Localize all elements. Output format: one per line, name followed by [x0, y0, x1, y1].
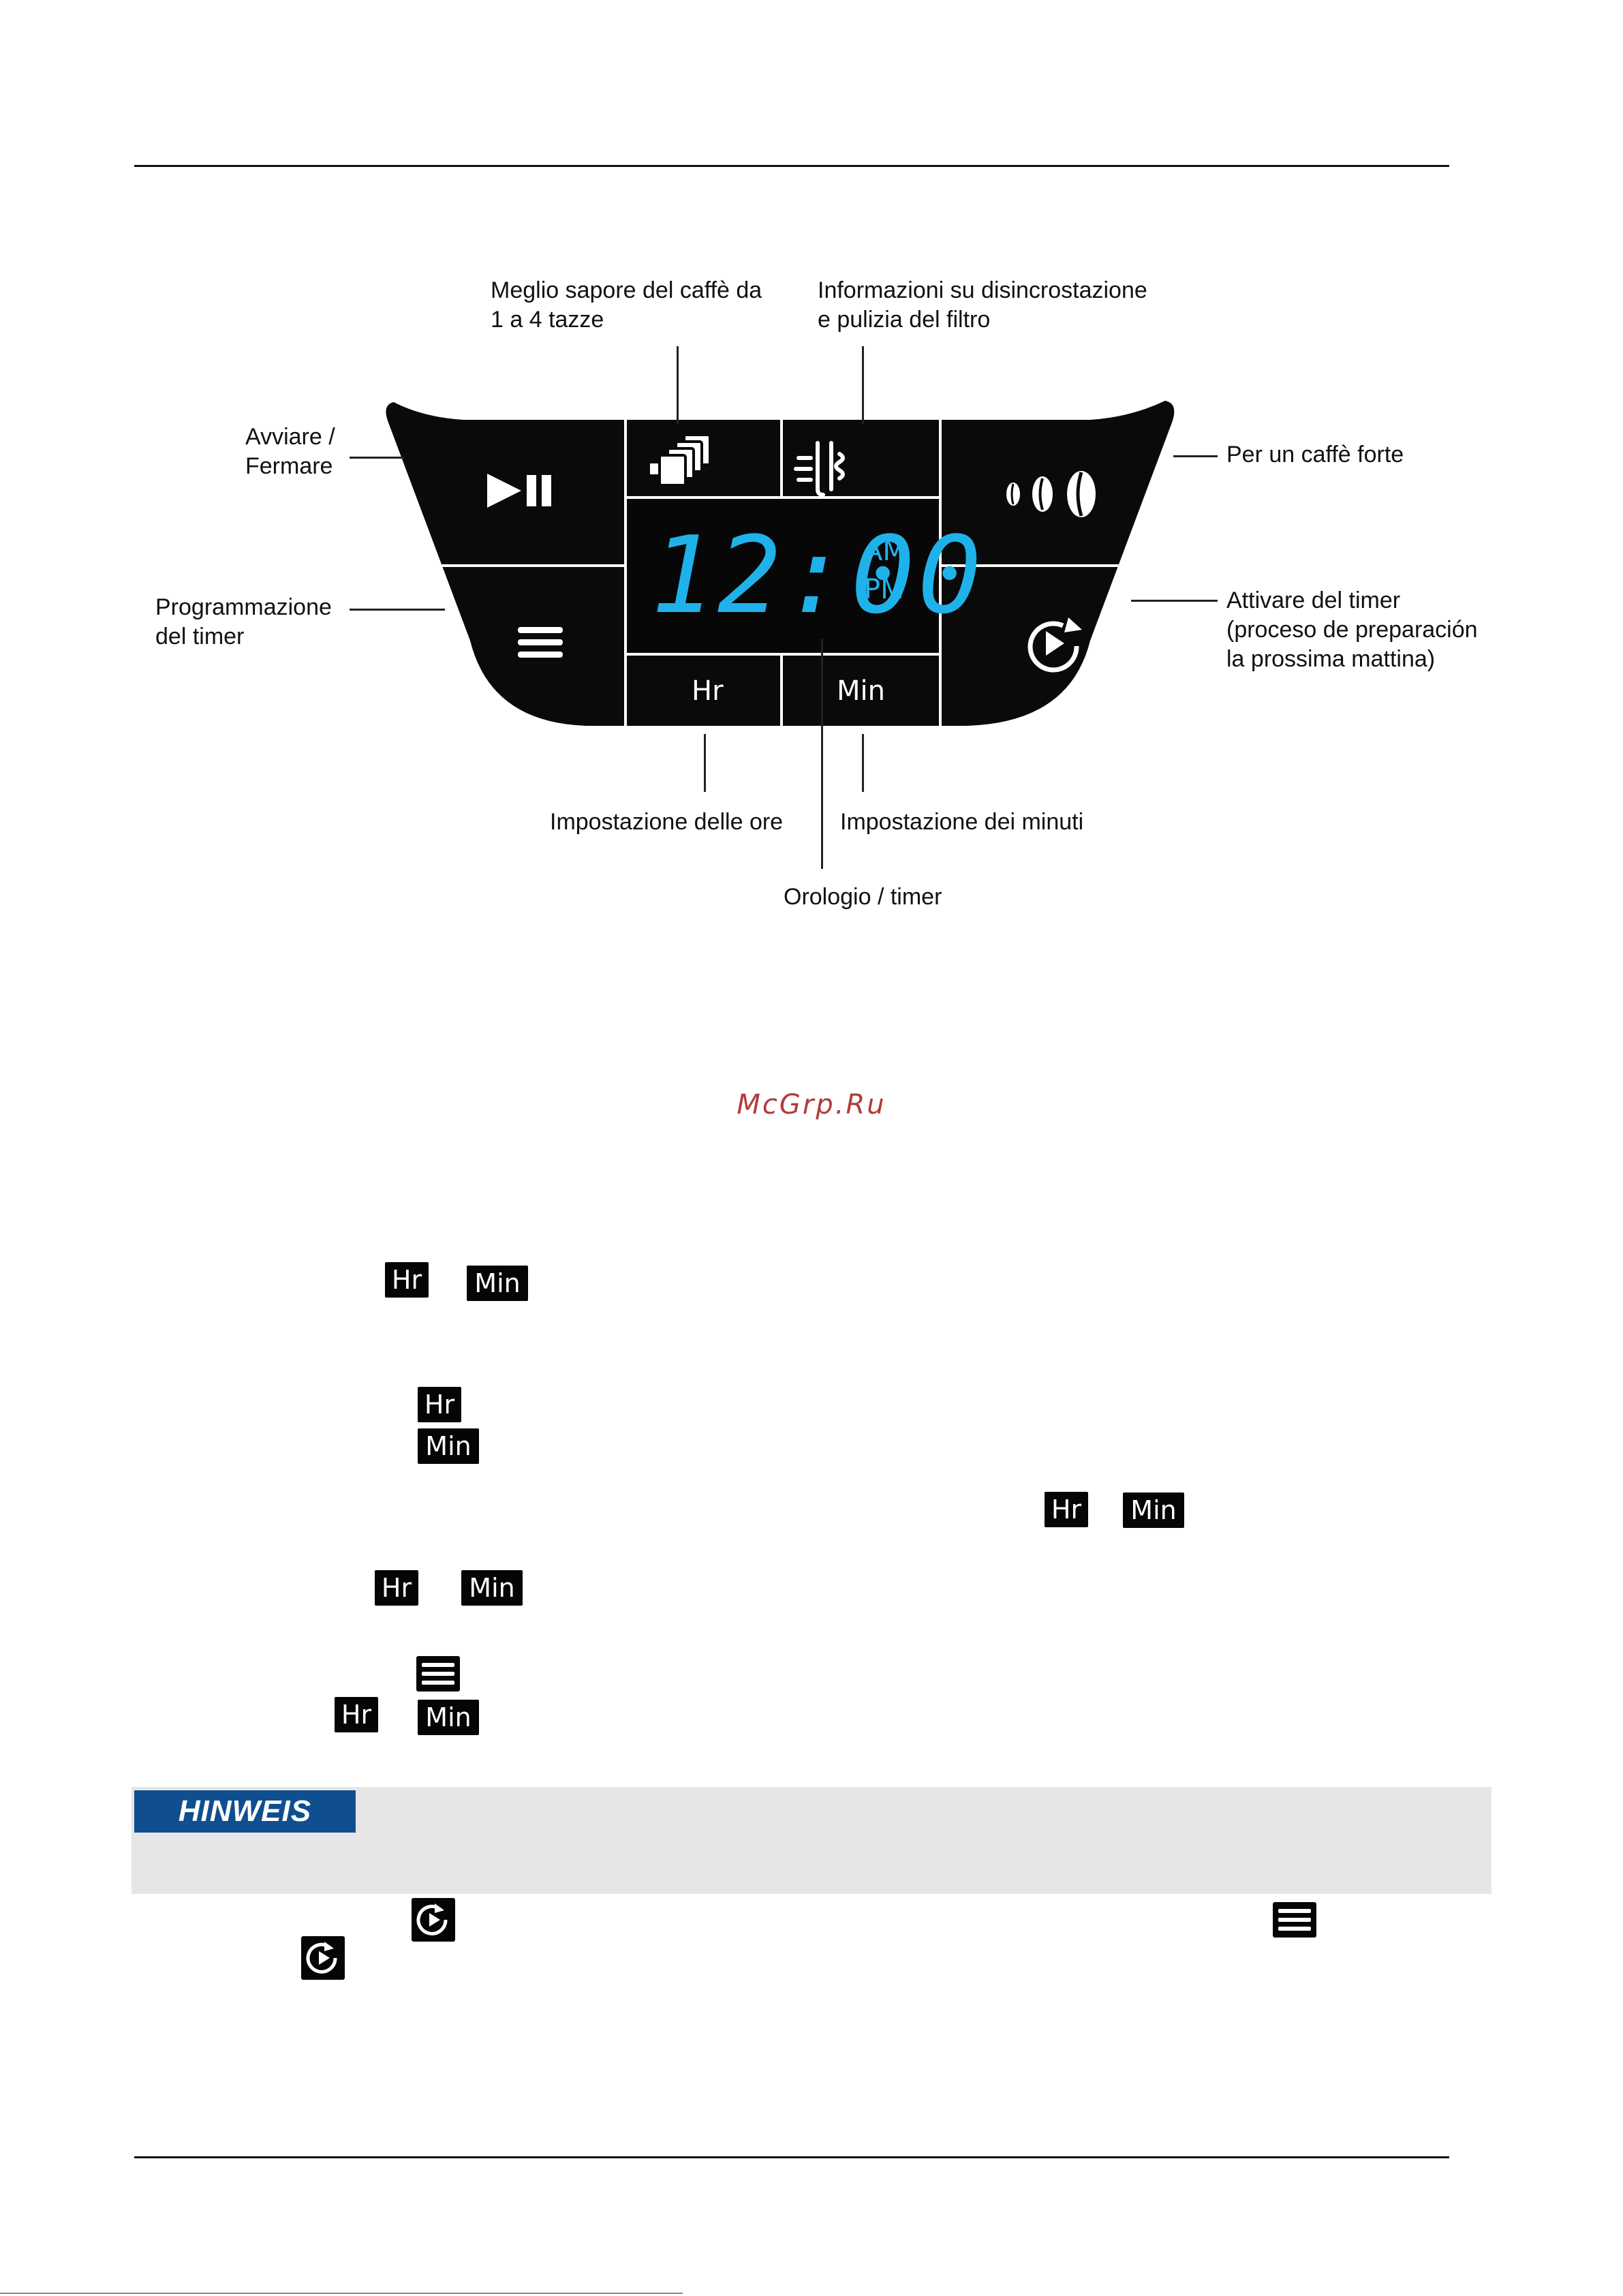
- control-panel: 12:00 AM PM Hr Min: [386, 401, 1175, 726]
- timer-icon[interactable]: [1027, 617, 1082, 673]
- leader-bottom-center: [821, 639, 823, 869]
- leader-top-right: [862, 346, 864, 424]
- leader-bottom-left: [704, 734, 706, 792]
- min-chip-2: Min: [418, 1428, 479, 1464]
- callout-clock: Orologio / timer: [784, 884, 942, 910]
- min-chip-1: Min: [467, 1266, 528, 1301]
- callout-start-stop: Avviare / Fermare: [245, 424, 335, 479]
- min-chip-4: Min: [461, 1570, 523, 1606]
- display-pm: PM: [864, 574, 904, 605]
- menu-icon-inline-2: [1273, 1902, 1316, 1938]
- hr-chip-4: Hr: [375, 1570, 418, 1606]
- callout-timer-programming: Programmazione del timer: [155, 594, 332, 649]
- callout-minutes: Impostazione dei minuti: [840, 809, 1084, 835]
- play-pause-icon[interactable]: [487, 474, 551, 508]
- hr-button[interactable]: Hr: [692, 675, 724, 707]
- hr-chip-1: Hr: [385, 1262, 429, 1298]
- strong-beans-icon[interactable]: [1006, 471, 1096, 517]
- min-button[interactable]: Min: [837, 675, 885, 707]
- hr-chip-2: Hr: [418, 1387, 461, 1422]
- panel-dividers: [435, 420, 1130, 726]
- footer-rule: [0, 2293, 683, 2294]
- leader-left-lower: [350, 609, 445, 611]
- callout-strong: Per un caffè forte: [1226, 442, 1404, 468]
- hinweis-band: [132, 1787, 1491, 1894]
- display-time: 12:00: [651, 513, 985, 637]
- watermark: McGrp.Ru: [737, 1089, 886, 1120]
- display-window: [628, 500, 938, 652]
- menu-icon[interactable]: [518, 627, 563, 658]
- callout-descale: Informazioni su disincrostazione e puliz…: [818, 277, 1147, 333]
- display-am: AM: [864, 536, 906, 567]
- leader-right-upper: [1173, 455, 1218, 457]
- hr-chip-5: Hr: [335, 1697, 378, 1732]
- leader-top-left: [677, 346, 679, 424]
- hr-chip-3: Hr: [1045, 1492, 1088, 1527]
- callout-cups: Meglio sapore del caffè da 1 a 4 tazze: [491, 277, 762, 333]
- callout-timer-activate: Attivare del timer (proceso de preparaci…: [1226, 587, 1478, 672]
- top-rule: [134, 165, 1449, 167]
- timer-icon-inline-1: [412, 1898, 455, 1942]
- descale-filter-icon[interactable]: [794, 441, 845, 497]
- leader-bottom-right: [862, 734, 864, 792]
- timer-icon-inline-2: [301, 1936, 345, 1980]
- bottom-rule: [134, 2156, 1449, 2158]
- hinweis-badge: HINWEIS: [134, 1790, 356, 1833]
- cups-icon[interactable]: [647, 433, 711, 487]
- min-chip-5: Min: [418, 1700, 479, 1735]
- callout-hours: Impostazione delle ore: [550, 809, 784, 835]
- leader-right-lower: [1131, 600, 1218, 602]
- min-chip-3: Min: [1123, 1493, 1184, 1528]
- menu-icon-inline: [416, 1656, 460, 1692]
- leader-left-upper: [350, 457, 404, 459]
